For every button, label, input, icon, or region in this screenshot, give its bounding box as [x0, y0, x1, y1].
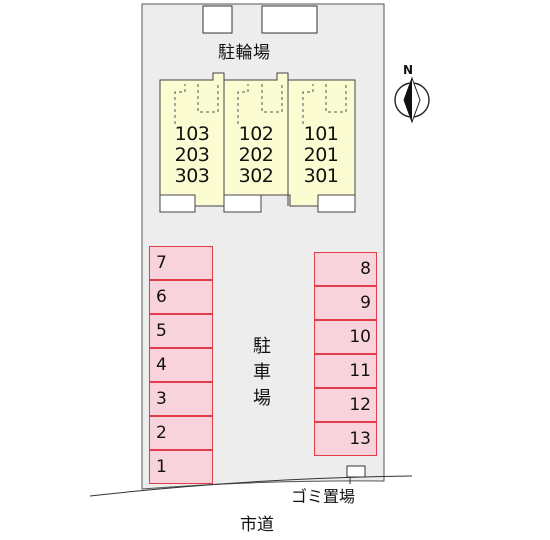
bicycle-shed	[261, 5, 318, 34]
unit-number: 102	[238, 123, 274, 145]
parking-stall: 13	[314, 422, 377, 456]
unit-number: 302	[238, 165, 274, 187]
bicycle-parking-label: 駐輪場	[218, 43, 271, 63]
unit-number: 301	[303, 165, 339, 187]
trash-station-label: ゴミ置場	[291, 487, 356, 506]
unit-number: 103	[174, 123, 210, 145]
parking-stall: 2	[149, 416, 213, 450]
trash-station	[346, 465, 366, 478]
unit-column: 101 201 301	[291, 124, 351, 187]
unit-column: 102 202 302	[226, 124, 286, 187]
parking-label: 駐車場	[253, 336, 271, 409]
north-arrow-icon	[394, 76, 430, 124]
parking-stall: 9	[314, 286, 377, 320]
parking-stall: 10	[314, 320, 377, 354]
parking-stall: 12	[314, 388, 377, 422]
road-label: 市道	[240, 515, 274, 535]
road-edge	[89, 475, 413, 497]
unit-number: 203	[174, 144, 210, 166]
parking-stall: 3	[149, 382, 213, 416]
unit-number: 303	[174, 165, 210, 187]
parking-stall: 5	[149, 314, 213, 348]
parking-stall: 1	[149, 450, 213, 484]
porch	[317, 194, 356, 213]
bicycle-shed	[202, 5, 233, 34]
parking-stall: 6	[149, 280, 213, 314]
unit-column: 103 203 303	[162, 124, 222, 187]
interior-lines	[174, 84, 347, 124]
parking-stall: 8	[314, 252, 377, 286]
unit-number: 101	[303, 123, 339, 145]
unit-number: 201	[303, 144, 339, 166]
parking-stall: 11	[314, 354, 377, 388]
unit-number: 202	[238, 144, 274, 166]
parking-stall: 4	[149, 348, 213, 382]
porch	[223, 194, 262, 213]
north-label: N	[403, 63, 414, 77]
porch	[159, 194, 196, 213]
parking-stall: 7	[149, 246, 213, 280]
